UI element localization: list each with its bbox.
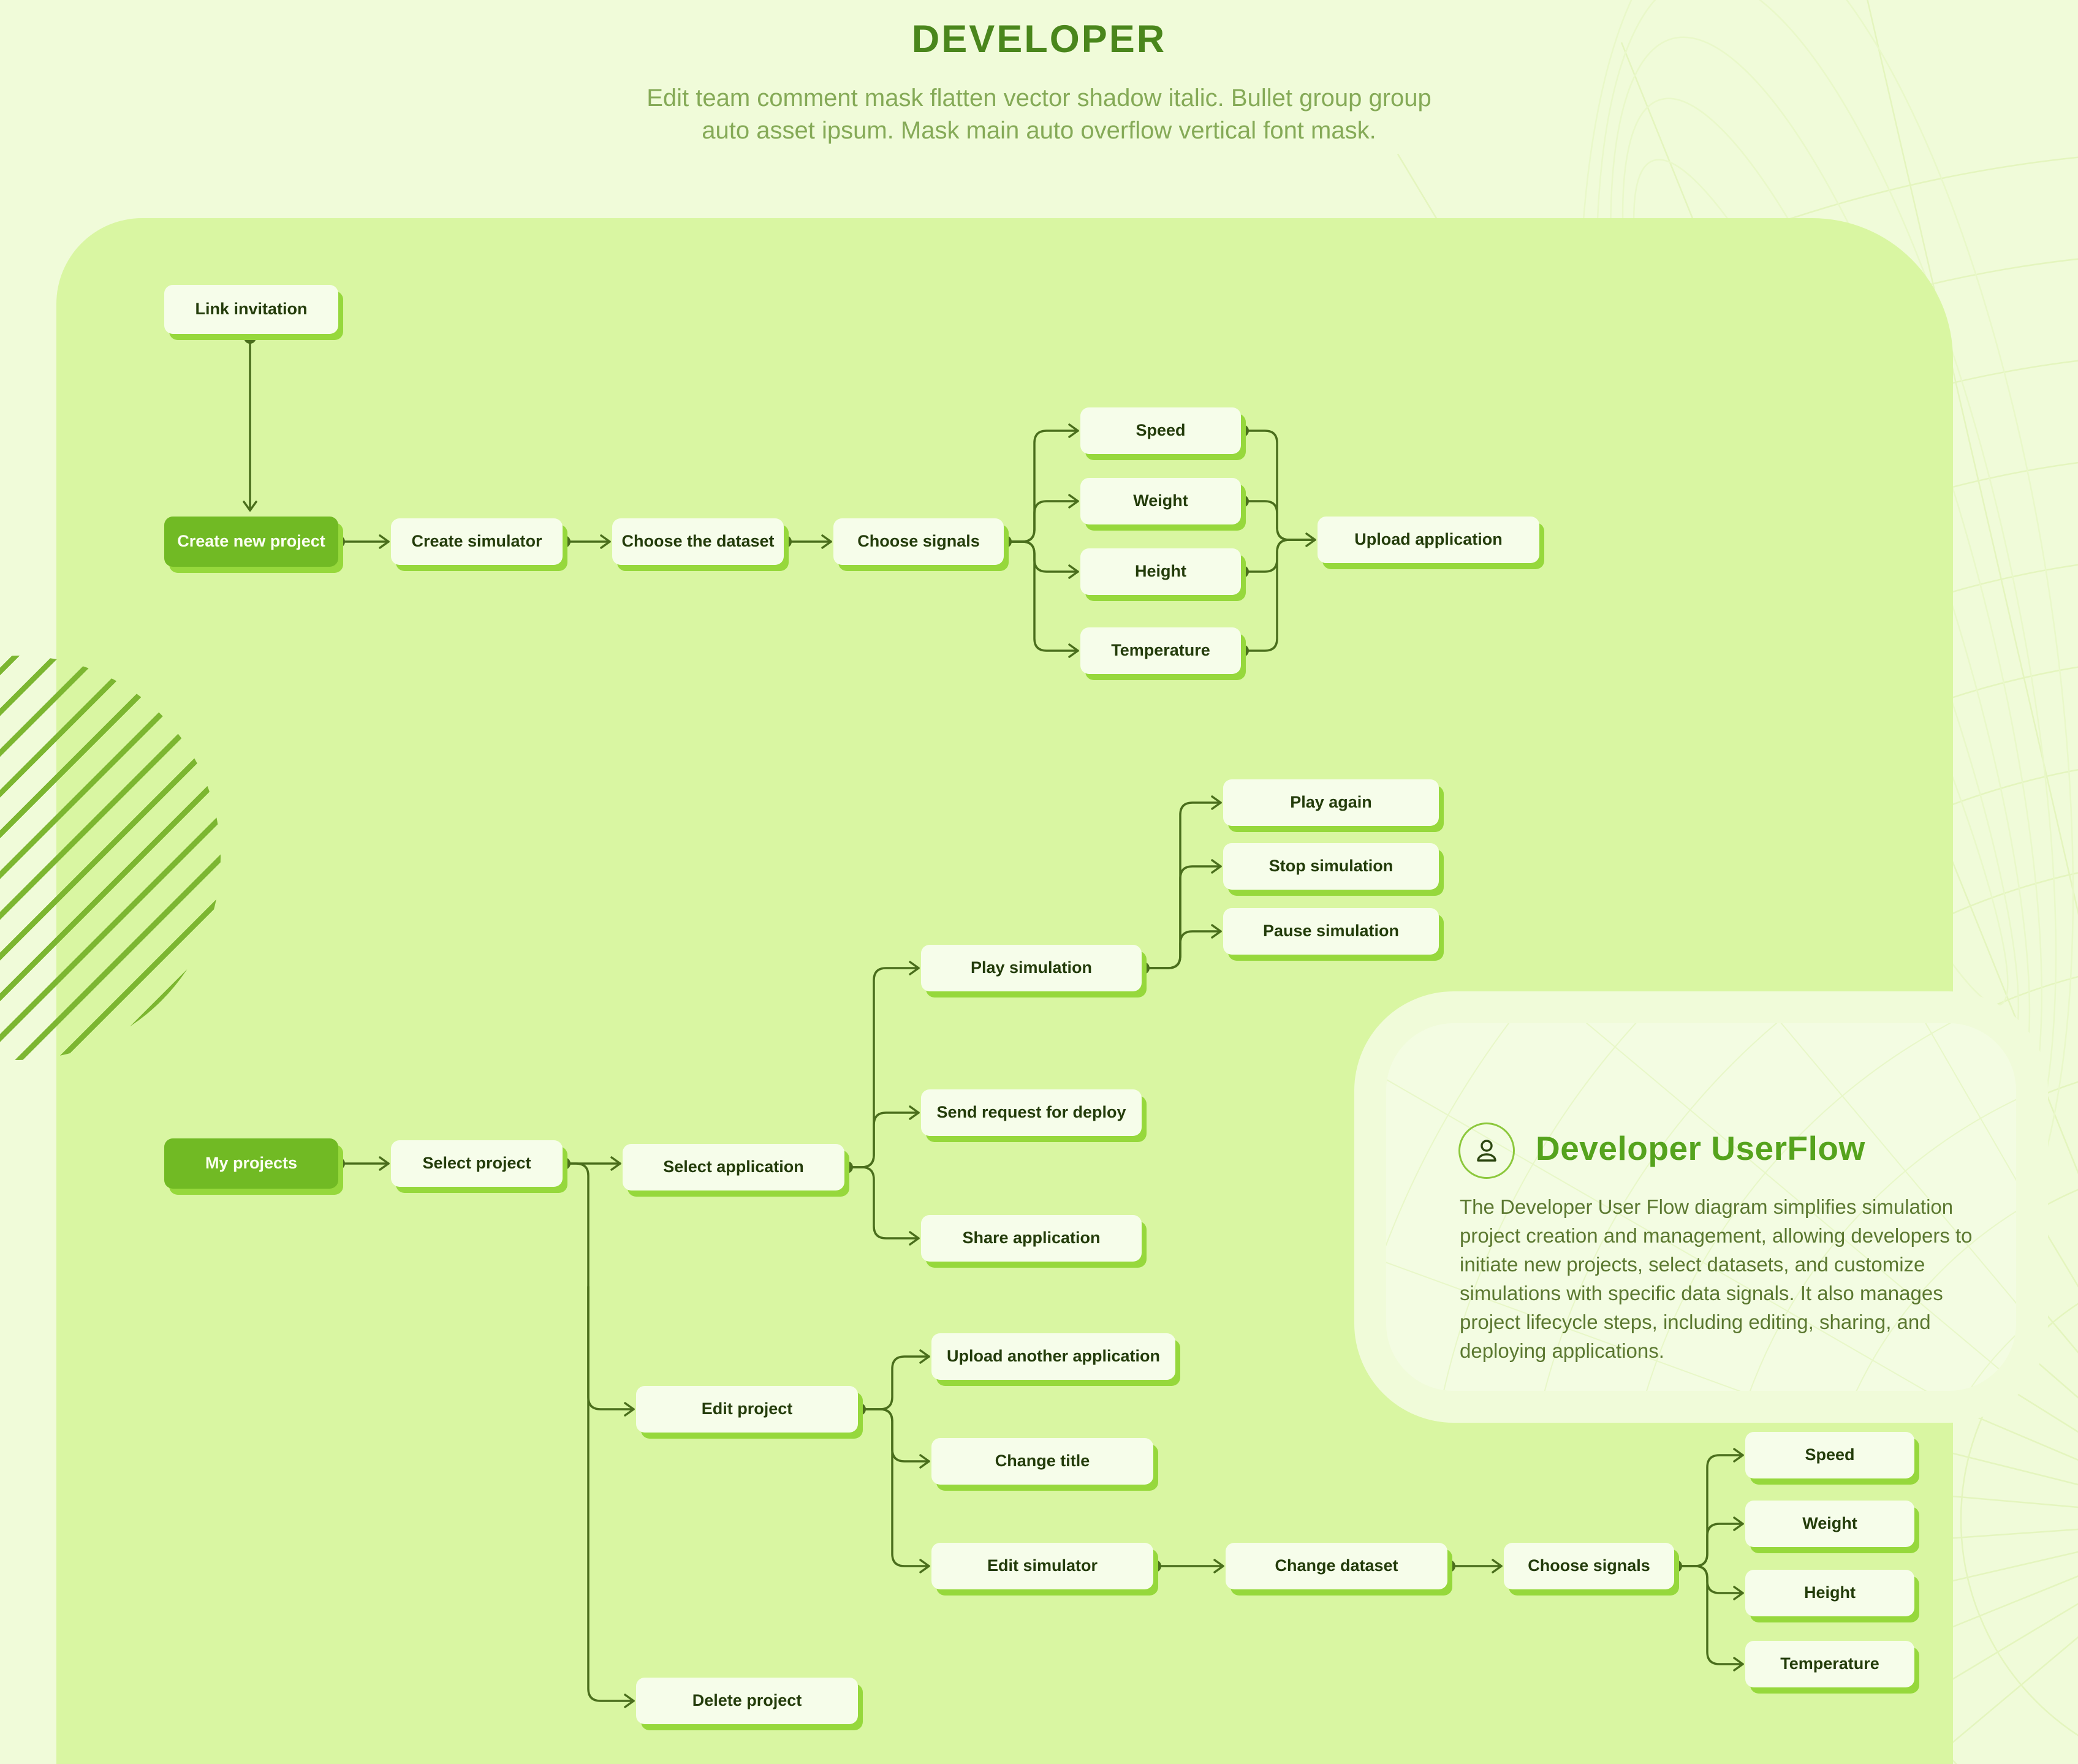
node-weight-2: Weight — [1745, 1501, 1914, 1547]
node-stop-simulation: Stop simulation — [1223, 843, 1439, 890]
node-delete-project: Delete project — [636, 1678, 858, 1724]
node-my-projects: My projects — [164, 1138, 338, 1189]
node-edit-project: Edit project — [636, 1386, 858, 1433]
page-subtitle-line-2: auto asset ipsum. Mask main auto overflo… — [702, 117, 1376, 144]
node-pause-simulation: Pause simulation — [1223, 908, 1439, 955]
node-upload-another-application: Upload another application — [931, 1333, 1175, 1380]
node-height: Height — [1080, 548, 1241, 595]
node-play-simulation: Play simulation — [921, 945, 1142, 991]
node-change-dataset: Change dataset — [1226, 1543, 1447, 1589]
person-icon — [1458, 1122, 1515, 1179]
node-choose-the-dataset: Choose the dataset — [612, 518, 784, 565]
card-paragraph: The Developer User Flow diagram simplifi… — [1460, 1195, 1973, 1362]
node-upload-application: Upload application — [1318, 517, 1539, 563]
node-share-application: Share application — [921, 1215, 1142, 1262]
node-speed-2: Speed — [1745, 1432, 1914, 1478]
node-create-new-project: Create new project — [164, 517, 338, 567]
node-height-2: Height — [1745, 1570, 1914, 1616]
node-temperature: Temperature — [1080, 627, 1241, 674]
node-weight: Weight — [1080, 478, 1241, 524]
node-send-request-for-deploy: Send request for deploy — [921, 1089, 1142, 1136]
page-header: DEVELOPER Edit team comment mask flatten… — [0, 0, 2078, 147]
node-choose-signals: Choose signals — [833, 518, 1004, 565]
node-select-project: Select project — [391, 1140, 563, 1187]
page-subtitle-line-1: Edit team comment mask flatten vector sh… — [647, 85, 1431, 112]
node-create-simulator: Create simulator — [391, 518, 563, 565]
node-temperature-2: Temperature — [1745, 1641, 1914, 1687]
page-title: DEVELOPER — [911, 18, 1167, 61]
node-select-application: Select application — [623, 1144, 844, 1191]
node-link-invitation: Link invitation — [164, 285, 338, 334]
node-play-again: Play again — [1223, 779, 1439, 826]
node-choose-signals-2: Choose signals — [1504, 1543, 1674, 1589]
node-change-title: Change title — [931, 1438, 1153, 1485]
card-title: Developer UserFlow — [1536, 1129, 1865, 1167]
node-speed: Speed — [1080, 407, 1241, 454]
info-card: Developer UserFlow The Developer User Fl… — [1386, 1023, 2016, 1391]
node-edit-simulator: Edit simulator — [931, 1543, 1153, 1589]
